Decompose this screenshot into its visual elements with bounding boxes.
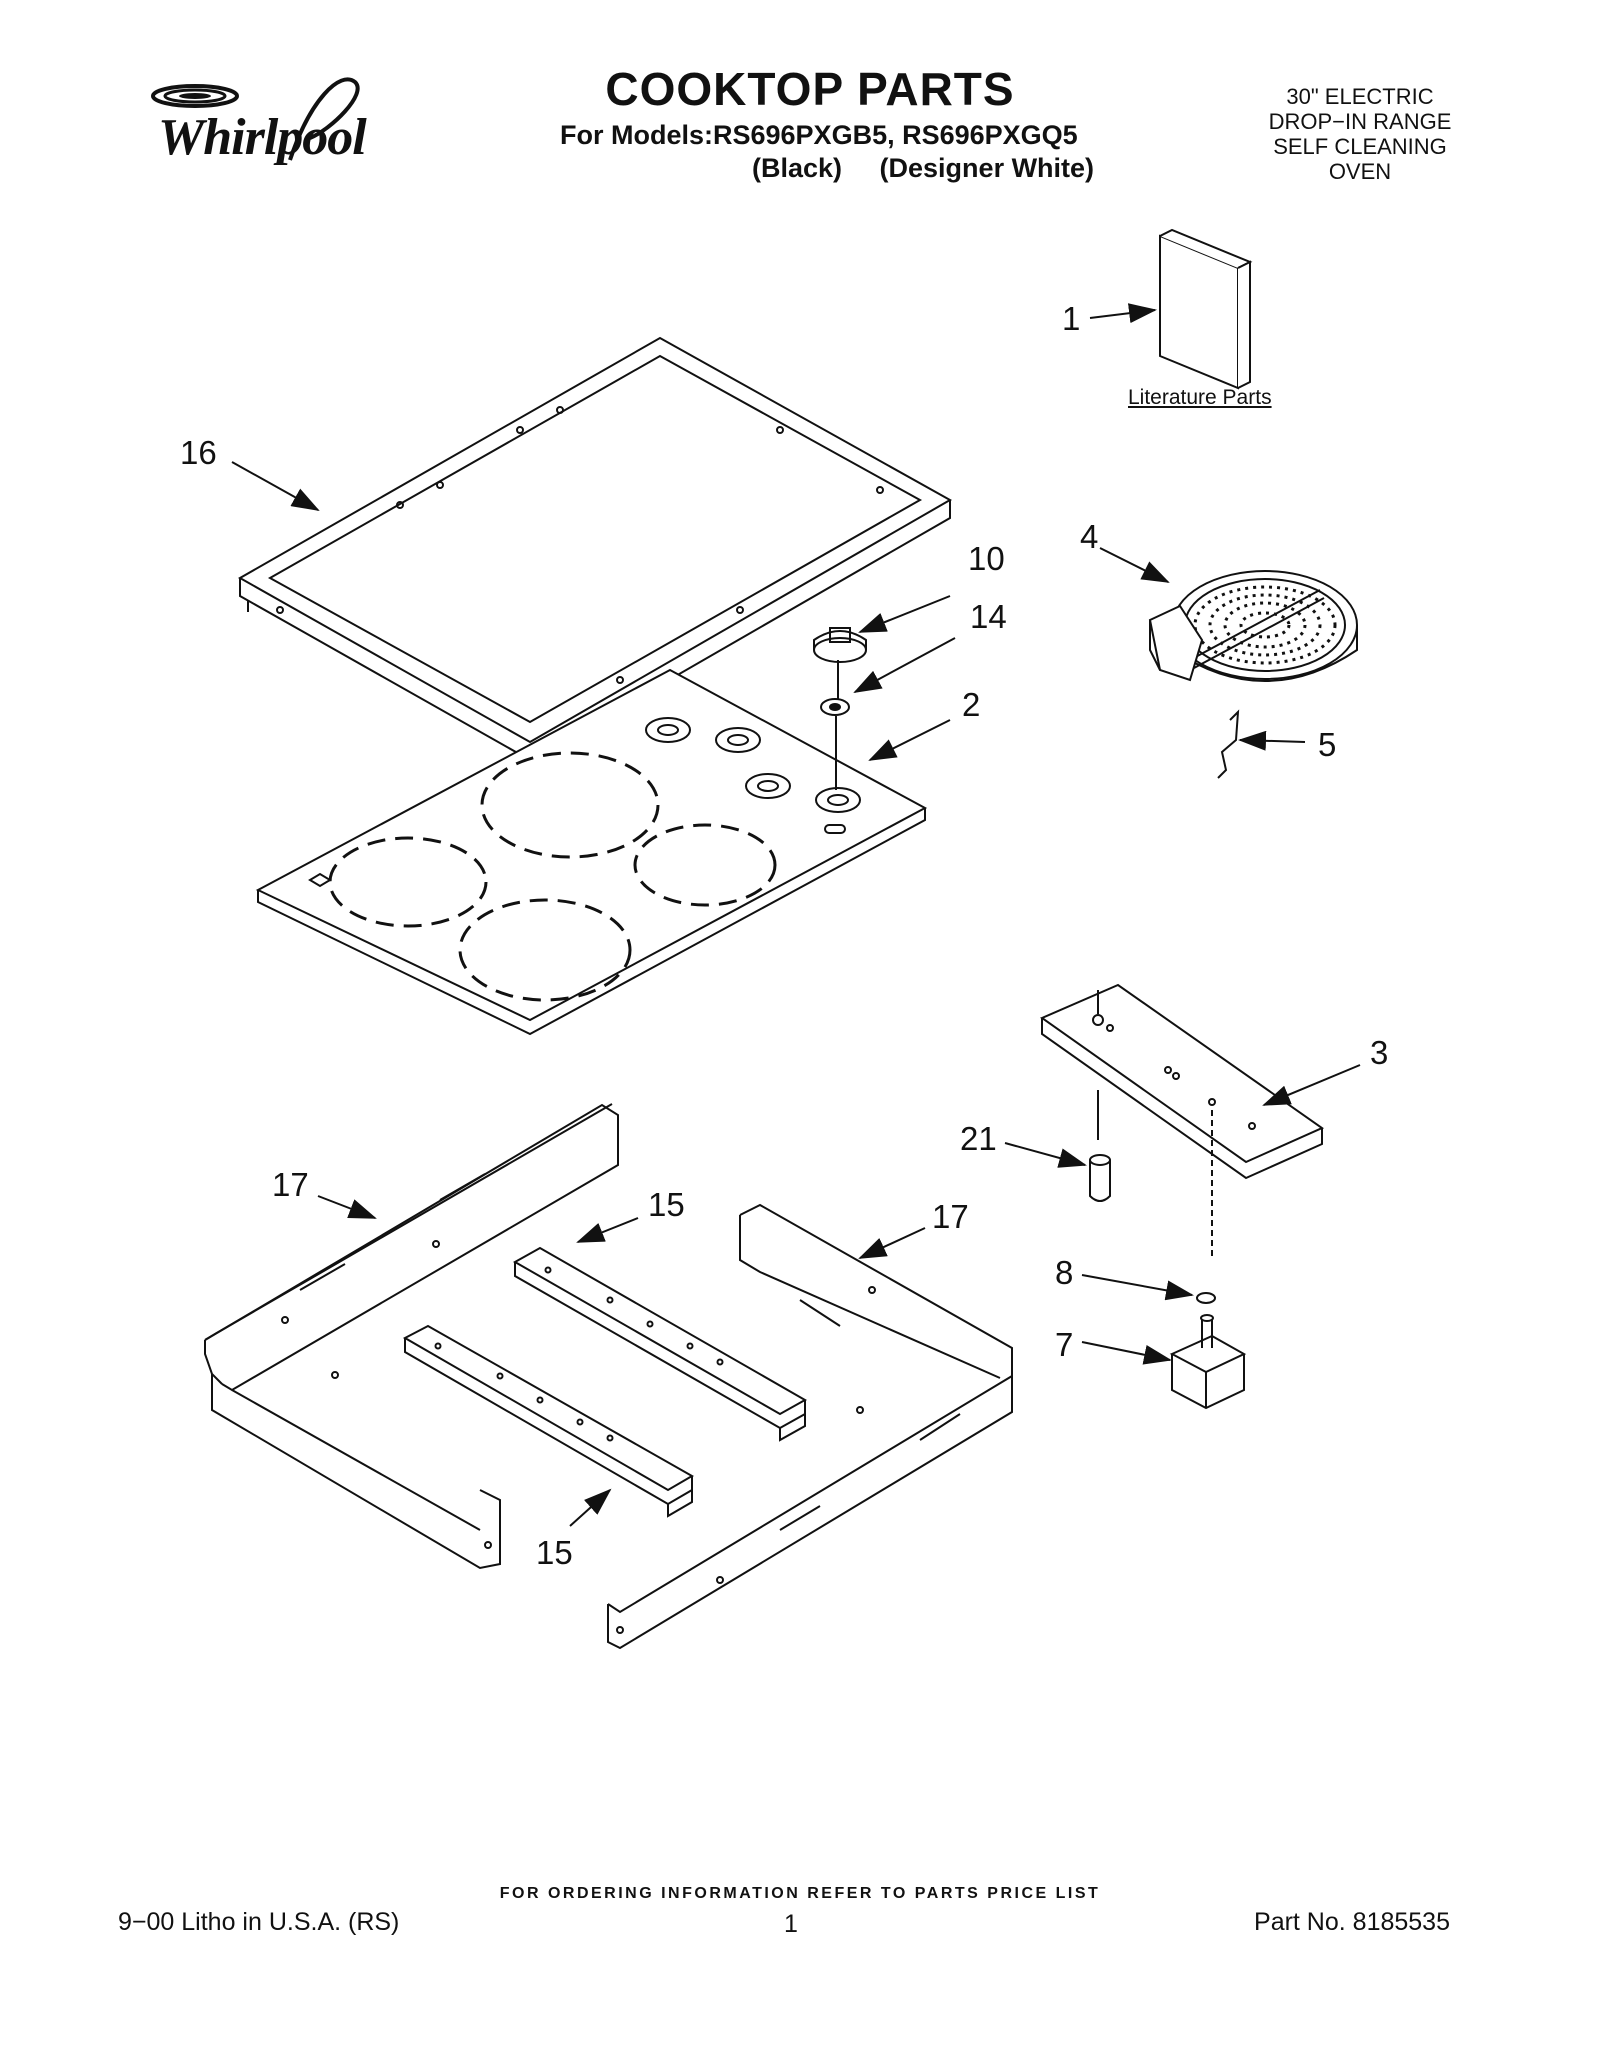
callout-17-left: 17 bbox=[272, 1166, 309, 1203]
callout-arrow-17-left bbox=[317, 1195, 377, 1219]
brand-logo: Whirlpool bbox=[158, 109, 367, 166]
switch-bracket-drawing bbox=[1039, 983, 1325, 1260]
switch-washer-drawing bbox=[1196, 1292, 1216, 1304]
spacer-drawing bbox=[1089, 1154, 1111, 1202]
callout-arrow-7 bbox=[1081, 1341, 1172, 1365]
literature-parts-label: Literature Parts bbox=[1128, 386, 1272, 409]
callout-4: 4 bbox=[1080, 518, 1098, 555]
callout-arrow-8 bbox=[1081, 1274, 1194, 1301]
callout-10: 10 bbox=[968, 540, 1005, 577]
product-line-1: 30" ELECTRIC bbox=[1286, 84, 1434, 109]
callout-8: 8 bbox=[1055, 1254, 1073, 1291]
lower-cross-rail-drawing bbox=[402, 1324, 695, 1518]
callout-arrow-3 bbox=[1262, 1064, 1361, 1106]
callout-17-right: 17 bbox=[932, 1198, 969, 1235]
callout-14: 14 bbox=[970, 598, 1007, 635]
callout-16: 16 bbox=[180, 434, 217, 471]
callout-arrow-1 bbox=[1089, 303, 1157, 324]
ordering-note: FOR ORDERING INFORMATION REFER TO PARTS … bbox=[499, 1885, 1101, 1902]
callout-arrow-2 bbox=[868, 719, 951, 761]
print-info: 9−00 Litho in U.S.A. (RS) bbox=[118, 1908, 400, 1936]
product-line-2: DROP−IN RANGE bbox=[1268, 109, 1452, 134]
whirlpool-logo-swirl-icon bbox=[151, 77, 360, 161]
callout-5: 5 bbox=[1318, 726, 1336, 763]
callout-arrow-5 bbox=[1238, 730, 1306, 751]
frame-drawing bbox=[237, 336, 953, 762]
callout-2: 2 bbox=[962, 686, 980, 723]
page-title: COOKTOP PARTS bbox=[605, 63, 1015, 115]
page-number: 1 bbox=[784, 1910, 798, 1938]
product-description: 30" ELECTRIC DROP−IN RANGE SELF CLEANING… bbox=[1240, 84, 1480, 184]
left-support-rail-drawing bbox=[204, 1103, 619, 1570]
callout-arrow-15-lower bbox=[569, 1488, 612, 1527]
product-line-3: SELF CLEANING bbox=[1273, 134, 1447, 159]
callout-15-lower: 15 bbox=[536, 1534, 573, 1571]
upper-cross-rail-drawing bbox=[512, 1246, 808, 1442]
callout-7: 7 bbox=[1055, 1326, 1073, 1363]
callout-arrow-14 bbox=[853, 637, 956, 693]
callout-arrow-10 bbox=[858, 595, 951, 633]
product-line-4: OVEN bbox=[1328, 159, 1392, 184]
callout-arrow-15-upper bbox=[576, 1217, 639, 1243]
callout-21: 21 bbox=[960, 1120, 997, 1157]
callout-1: 1 bbox=[1062, 300, 1080, 337]
literature-parts-drawing bbox=[1159, 228, 1253, 390]
callout-arrow-17-right bbox=[858, 1227, 926, 1259]
callout-arrow-16 bbox=[231, 461, 320, 511]
part-number: Part No. 8185535 bbox=[1254, 1908, 1450, 1936]
callout-arrow-21 bbox=[1004, 1142, 1087, 1168]
callout-arrow-4 bbox=[1099, 547, 1170, 583]
terminal-clip-drawing bbox=[1217, 709, 1240, 779]
right-support-rail-drawing bbox=[607, 1203, 1013, 1650]
infinite-switch-drawing bbox=[1169, 1314, 1247, 1410]
models-line: For Models:RS696PXGB5, RS696PXGQ5 bbox=[560, 120, 1078, 150]
callout-15-upper: 15 bbox=[648, 1186, 685, 1223]
color-variants-line: (Black) (Designer White) bbox=[752, 153, 1095, 183]
cooktop-glass-drawing bbox=[255, 668, 928, 1036]
radiant-element-drawing bbox=[1148, 570, 1358, 682]
callout-3: 3 bbox=[1370, 1034, 1388, 1071]
control-knob-drawing bbox=[813, 627, 867, 790]
